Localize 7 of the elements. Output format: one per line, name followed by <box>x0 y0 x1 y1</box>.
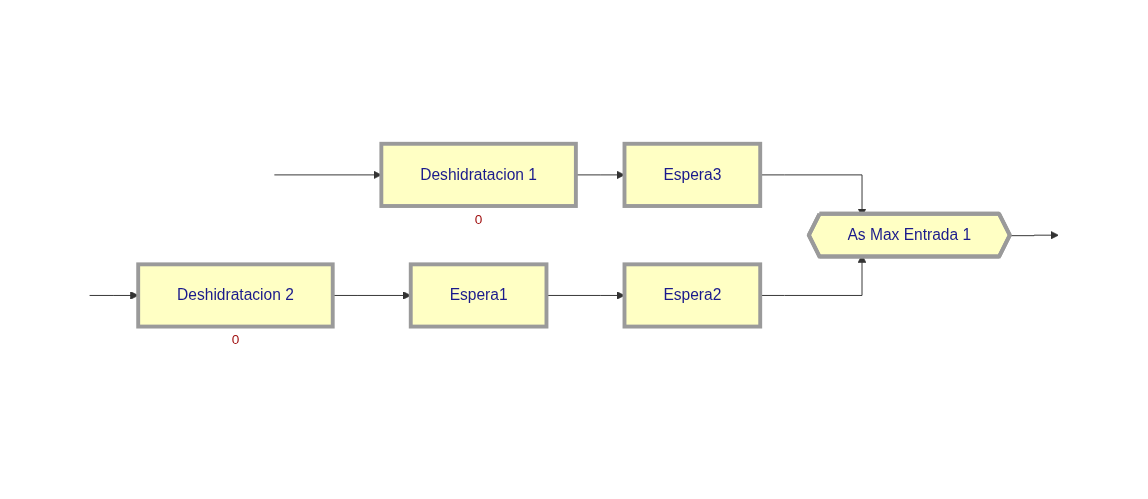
node-box: Espera2 <box>622 262 763 329</box>
node-box: Espera3 <box>622 141 763 208</box>
counter-value: 0 <box>474 211 483 227</box>
node-box: Deshidratacion 2 <box>136 262 335 329</box>
node-box: Deshidratacion 1 <box>379 141 578 208</box>
node-box: Espera1 <box>408 262 549 329</box>
counter-value: 0 <box>231 331 240 347</box>
